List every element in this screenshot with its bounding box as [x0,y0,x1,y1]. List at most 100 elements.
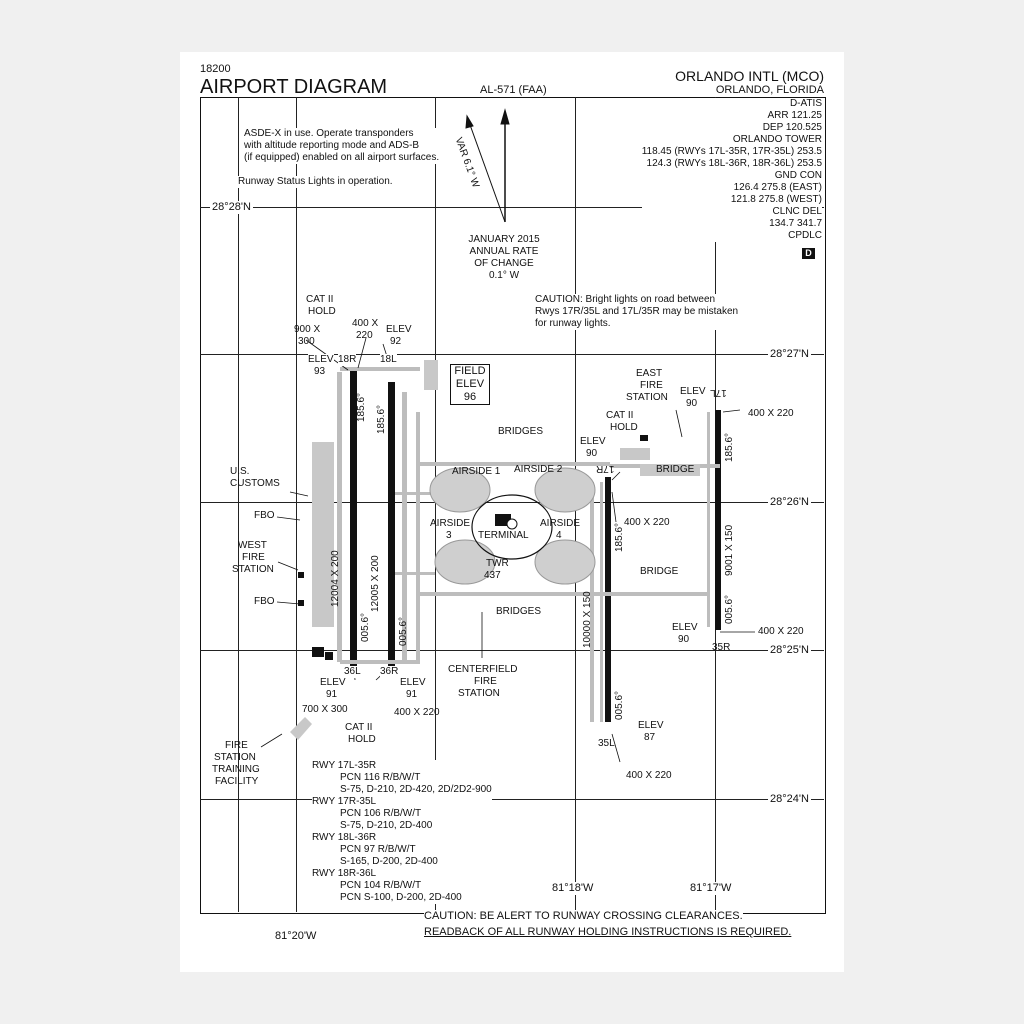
elev-87-1: ELEV [638,720,664,731]
bridges-top: BRIDGES [498,426,544,437]
elev-91a-2: 91 [326,689,338,700]
lat-label-2828: 28°28'N [210,201,253,214]
dim-700x300: 700 X 300 [302,704,348,715]
caution-lights-3: for runway lights. [535,318,611,329]
annual-line-1: JANUARY 2015 [468,234,540,245]
freq-datis: D-ATIS [789,98,822,109]
caution-readback: READBACK OF ALL RUNWAY HOLDING INSTRUCTI… [424,926,792,939]
elev-90b-2: 90 [586,448,598,459]
fbo-1: FBO [254,510,275,521]
lat-line-2825 [200,650,824,651]
heading-005-d: 005.6° [724,594,735,624]
elev-91a-1: ELEV [320,677,346,688]
us-customs-1: U.S. [230,466,250,477]
lat-line-2828 [200,207,824,208]
north-arrow [465,108,510,223]
heading-005-a: 005.6° [360,612,371,642]
elev-90b-1: ELEV [580,436,606,447]
elev-93-2: 93 [314,366,326,377]
diagram-graphics [260,108,755,763]
runway-18l-label: 18L [380,354,397,366]
heading-005-b: 005.6° [398,616,409,646]
rwsl-note: Runway Status Lights in operation. [238,176,393,188]
ramp-areas [290,360,700,740]
centerfield-fire-3: STATION [458,688,500,699]
lat-label-2825: 28°25'N [768,644,811,657]
dim-900x300-1: 900 X [294,324,321,335]
heading-185-d: 185.6° [724,432,735,462]
tower-label: TWR [486,558,509,569]
runway-17l-length: 9001 X 150 [724,524,735,576]
cat2-hold-s-1: CAT II [345,722,373,733]
runway-36l-label: 36L [344,666,361,678]
east-fire-2: FIRE [640,380,663,391]
elev-92-1: ELEV [386,324,412,335]
freq-clnc: 134.7 341.7 [769,218,822,229]
fire-training-2: STATION [214,752,256,763]
terminal-loop [471,494,553,560]
pcn-rwy-3: RWY 18R-36L [312,868,377,879]
tower-height: 437 [484,570,501,581]
runway-18r-label: 18R [338,354,357,366]
pcn-rwy-2: RWY 18L-36R [312,832,377,843]
annual-line-3: OF CHANGE [474,258,534,269]
centerfield-fire-2: FIRE [474,676,497,687]
fire-training-4: FACILITY [215,776,259,787]
lat-line-2824 [200,799,824,800]
lon-line-3 [435,97,436,912]
dim-e-3: 400 X 220 [758,626,804,637]
freq-dep: DEP 120.525 [762,122,822,133]
field-elev-1: FIELD [454,365,486,377]
elev-90c-2: 90 [678,634,690,645]
heading-185-a: 185.6° [356,392,367,422]
pcn-rwy-0: RWY 17L-35R [312,760,377,771]
caution-lights-1: CAUTION: Bright lights on road between [535,294,716,305]
runway-18l-36r [388,382,395,666]
freq-tower-title: ORLANDO TOWER [732,134,822,145]
caution-lights-note: CAUTION: Bright lights on road between R… [535,294,739,330]
runway-17l-35r [715,410,721,630]
asde-line-3: (if equipped) enabled on all airport sur… [244,152,440,163]
airside-3-b: 3 [446,530,452,541]
dim-e-4: 400 X 220 [626,770,672,781]
runway-pcn-table: RWY 17L-35R PCN 116 R/B/W/T S-75, D-210,… [312,760,492,904]
freq-gnd-east: 126.4 275.8 (EAST) [733,182,822,193]
terminal [495,514,518,530]
runway-35l-label: 35L [598,738,615,749]
dim-e-2: 400 X 220 [624,517,670,528]
asde-line-2: with altitude reporting mode and ADS-B [244,140,420,151]
lon-line-1 [238,97,239,912]
airside-2: AIRSIDE 2 [514,464,563,475]
fire-training-1: FIRE [225,740,248,751]
west-fire-3: STATION [232,564,274,575]
runway-17r-label: 17R [596,463,615,474]
runway-18r-length: 12004 X 200 [330,550,341,607]
fire-training-3: TRAINING [212,764,260,775]
caution-lights-2: Rwys 17R/35L and 17L/35R may be mistaken [535,306,739,317]
runway-17r-length: 10000 X 150 [582,591,593,648]
pcn-gear-0: S-75, D-210, 2D-420, 2D/2D2-900 [340,784,492,795]
west-fire-1: WEST [238,540,267,551]
lat-line-2827 [200,354,824,355]
freq-clnc-title: CLNC DEL [772,206,822,217]
freq-gnd-west: 121.8 275.8 (WEST) [730,194,822,205]
cat2-hold-nw-1: CAT II [306,294,334,305]
pcn-value-2: PCN 97 R/B/W/T [340,844,416,855]
frequency-block: D-ATIS ARR 121.25 DEP 120.525 ORLANDO TO… [641,98,822,242]
annual-line-2: ANNUAL RATE [469,246,539,257]
freq-tower-2: 124.3 (RWYs 18L-36R, 18R-36L) 253.5 [646,158,822,169]
airside-4-b: 4 [556,530,562,541]
us-customs-2: CUSTOMS [230,478,280,489]
field-elev-3: 96 [463,391,477,403]
cat2-hold-nw-2: HOLD [308,306,336,317]
elev-90c-1: ELEV [672,622,698,633]
elev-87-2: 87 [644,732,656,743]
annual-line-4: 0.1° W [488,270,520,281]
elev-90a-2: 90 [686,398,698,409]
dim-400x220-s: 400 X 220 [394,707,440,718]
heading-005-c: 005.6° [614,690,625,720]
cpdlc-badge: D [802,248,815,259]
pcn-value-3: PCN 104 R/B/W/T [340,880,422,891]
airside-3-a: AIRSIDE [430,518,471,529]
elev-91b-1: ELEV [400,677,426,688]
